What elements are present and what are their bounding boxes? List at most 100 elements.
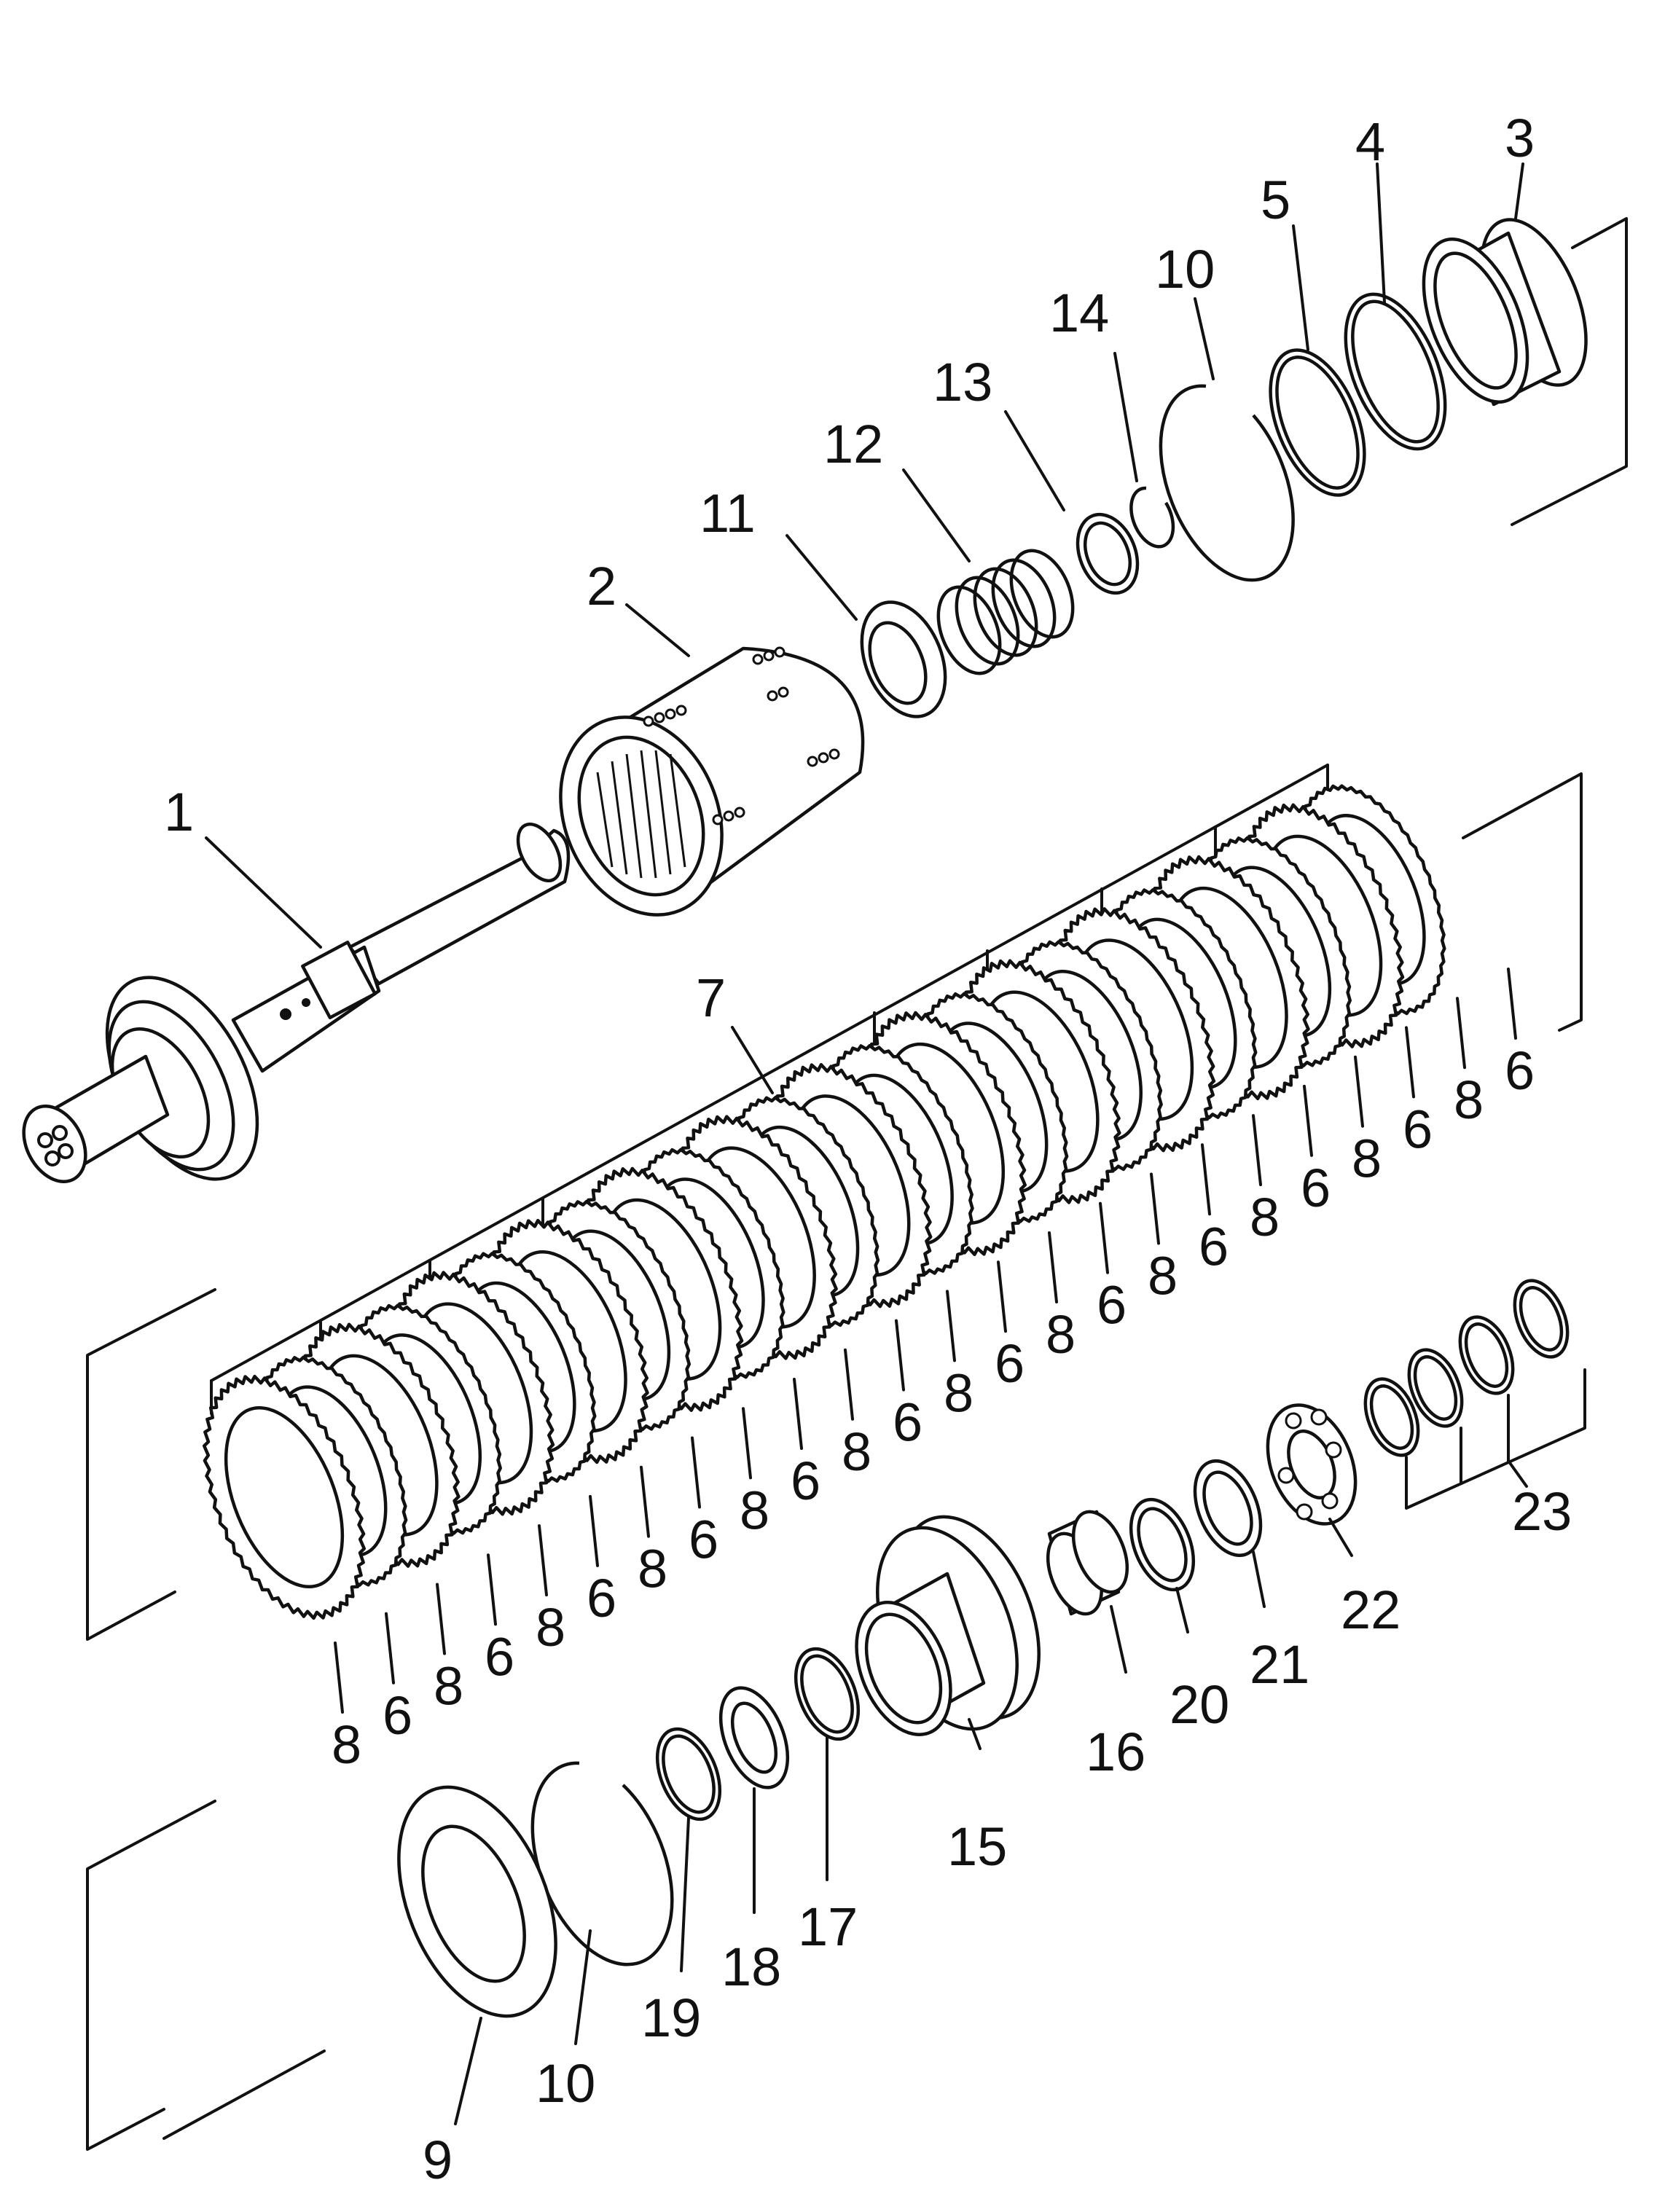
callout-11: 11 — [700, 483, 756, 544]
pack-leader-line — [640, 1465, 650, 1538]
pack-leader-line — [1354, 1055, 1364, 1128]
part-5-seal-ring — [1269, 348, 1366, 497]
callout-22: 22 — [1341, 1580, 1400, 1640]
pack-callout-6: 6 — [1199, 1216, 1229, 1276]
callout-5: 5 — [1261, 170, 1290, 230]
callout-15: 15 — [947, 1816, 1007, 1877]
callout-19: 19 — [641, 1988, 701, 2048]
pack-leader-line — [1150, 1172, 1160, 1245]
pack-leader-line — [895, 1319, 905, 1392]
pack-leader-line — [691, 1436, 701, 1509]
callout-16: 16 — [1086, 1722, 1145, 1782]
pack-leader-line — [1252, 1114, 1262, 1187]
part-22-bearing — [1266, 1403, 1358, 1526]
pack-leader-line — [334, 1642, 344, 1714]
part-1-shaft — [22, 822, 571, 1183]
pack-leader-line — [997, 1260, 1007, 1333]
pack-callout-8: 8 — [332, 1714, 361, 1775]
part-4-seal-ring — [1344, 292, 1447, 451]
pack-callout-8: 8 — [842, 1421, 871, 1482]
pack-callout-8: 8 — [1046, 1304, 1076, 1365]
lower-bracket — [86, 1800, 326, 2151]
pack-callout-6: 6 — [1301, 1158, 1331, 1218]
part-21-washer — [1193, 1459, 1263, 1558]
pack-leader-line — [385, 1612, 395, 1685]
pack-callout-6: 6 — [587, 1568, 616, 1628]
callout-12: 12 — [823, 414, 883, 474]
part-3-piston — [1422, 218, 1588, 407]
pack-callout-8: 8 — [1148, 1246, 1178, 1306]
pack-callout-6: 6 — [995, 1333, 1025, 1394]
part-17-washer — [794, 1647, 861, 1741]
pack-leader-line — [487, 1553, 497, 1626]
part-19-washer — [655, 1727, 722, 1821]
pack-callout-8: 8 — [536, 1597, 565, 1658]
pack-leader-line — [1456, 997, 1466, 1070]
callout-9: 9 — [423, 2130, 453, 2190]
pack-callout-6: 6 — [485, 1626, 514, 1687]
pack-callout-6: 6 — [1097, 1275, 1127, 1336]
pack-callout-8: 8 — [1454, 1070, 1484, 1130]
callout-18: 18 — [721, 1937, 781, 1997]
part-18-thrust-bearing — [718, 1686, 790, 1789]
pack-leader-line — [1405, 1026, 1415, 1099]
part-15-hub-gear — [855, 1515, 1041, 1736]
pack-leader-line — [1303, 1084, 1313, 1157]
pack-leader-line — [1507, 968, 1517, 1040]
pack-callout-6: 6 — [1505, 1040, 1535, 1101]
part-11-seal — [860, 600, 947, 718]
clutch-pack-bracket — [86, 764, 1583, 1641]
part-10-snap-ring-upper — [1159, 384, 1295, 582]
part-14-snap-ring — [1129, 486, 1175, 549]
pack-leader-line — [436, 1582, 446, 1655]
pack-callout-8: 8 — [434, 1656, 463, 1717]
pack-callout-6: 6 — [689, 1510, 718, 1570]
callout-1: 1 — [164, 782, 194, 842]
callout-14: 14 — [1049, 283, 1109, 343]
part-2-drum — [559, 646, 865, 917]
part-13-washer — [1076, 512, 1140, 595]
callout-7: 7 — [696, 968, 726, 1028]
part-10-snap-ring-lower — [530, 1761, 674, 1966]
callout-23: 23 — [1512, 1481, 1572, 1542]
pack-leader-lines — [334, 968, 1517, 1714]
leader-lines — [205, 162, 1524, 2125]
pack-leader-line — [589, 1494, 599, 1567]
pack-leader-line — [538, 1524, 548, 1597]
callout-3: 3 — [1505, 108, 1535, 168]
pack-callout-8: 8 — [1250, 1187, 1280, 1247]
callout-4: 4 — [1355, 111, 1385, 172]
callout-10-upper: 10 — [1155, 239, 1215, 299]
part-20-ring — [1129, 1497, 1196, 1592]
pack-callout-8: 8 — [944, 1362, 973, 1423]
pack-callout-6: 6 — [791, 1451, 820, 1511]
pack-leader-line — [1201, 1143, 1211, 1216]
pack-leader-line — [946, 1290, 956, 1362]
pack-callout-8: 8 — [740, 1480, 769, 1540]
pack-leader-line — [1048, 1231, 1058, 1303]
upper-bracket — [1511, 217, 1628, 526]
pack-callout-6: 6 — [893, 1392, 922, 1453]
callout-labels: 1 2 3 4 5 10 14 13 12 11 7 23 22 21 20 1… — [164, 108, 1572, 2190]
callout-10-lower: 10 — [536, 2053, 595, 2114]
clutch-plate-8 — [202, 1374, 367, 1620]
pack-leader-line — [742, 1407, 752, 1480]
part-12-spring — [936, 549, 1075, 675]
callout-13: 13 — [933, 352, 992, 412]
clutch-pack — [202, 784, 1446, 1620]
part-16-bushing — [1046, 1510, 1129, 1616]
pack-leader-line — [793, 1378, 803, 1450]
pack-callout-8: 8 — [1352, 1129, 1382, 1189]
pack-leader-line — [1099, 1201, 1109, 1274]
pack-leader-line — [844, 1348, 854, 1421]
part-9-end-plate — [397, 1785, 557, 2018]
callout-17: 17 — [798, 1897, 858, 1957]
pack-callout-8: 8 — [638, 1539, 667, 1599]
pack-callout-6: 6 — [383, 1685, 412, 1746]
part-23-seal-rings — [1363, 1279, 1586, 1510]
callout-20: 20 — [1170, 1674, 1229, 1735]
callout-21: 21 — [1250, 1634, 1309, 1695]
callout-2: 2 — [587, 556, 616, 616]
